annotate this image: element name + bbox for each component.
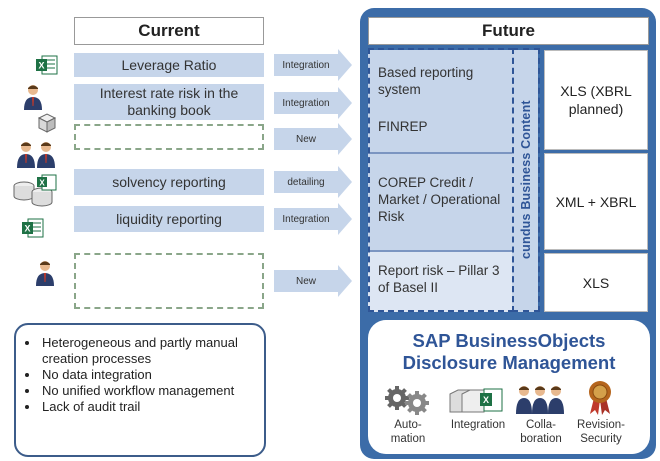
current-box-leverage-ratio: Leverage Ratio [74,53,264,77]
feature-label-collaboration: Colla- boration [520,419,562,445]
cube-icon [37,113,57,133]
current-box-label: Interest rate risk in the banking book [99,85,239,118]
sap-title: SAP BusinessObjects Disclosure Managemen… [368,330,650,374]
arrow-integration: Integration [274,203,352,235]
current-box-label: solvency reporting [112,173,226,190]
people-icon [516,386,564,414]
people-icon [17,142,55,168]
future-row-light [368,252,512,312]
gears-icon [385,386,429,415]
future-row-text: Based reporting system [378,65,474,97]
current-issues-box: Heterogeneous and partly manual creation… [14,323,266,457]
issues-list: Heterogeneous and partly manual creation… [16,325,264,415]
business-content-dashed [512,48,540,312]
current-box-interest-rate-risk: Interest rate risk in the banking book [74,84,264,120]
arrow-label: detailing [274,171,338,193]
arrow-detailing: detailing [274,166,352,198]
feature-label-integration: Integration [450,419,506,431]
excel-icon: X [22,218,44,238]
future-header: Future [368,17,649,45]
svg-text:X: X [483,395,489,405]
issue-item: Lack of audit trail [40,399,252,415]
output-label: XLS (XBRL planned) [560,83,632,117]
database-excel-icon: X [13,174,57,207]
arrow-label: New [274,270,338,292]
arrow-label: Integration [274,208,338,230]
arrow-label: New [274,128,338,150]
output-label: XML + XBRL [555,193,637,210]
excel-icon: X [36,55,58,75]
arrow-integration: Integration [274,49,352,81]
current-box-empty [74,124,264,150]
person-icon [24,85,42,110]
business-content-label: cundus Business Content [519,100,533,260]
issue-item: No data integration [40,367,252,383]
seal-icon [589,381,611,415]
sap-title-line: Disclosure Management [402,352,616,373]
svg-text:X: X [38,61,44,71]
current-box-label: liquidity reporting [116,210,222,227]
integration-icon: X [449,388,503,413]
output-label: XLS [582,274,610,291]
future-row-divider [368,152,512,154]
feature-label-automation: Auto- mation [390,419,426,445]
output-box-xls: XLS [544,253,648,312]
arrow-label: Integration [274,54,338,76]
svg-text:X: X [39,179,45,188]
svg-text:X: X [24,224,30,234]
current-box-label: Leverage Ratio [121,56,217,73]
future-row-finrep: Based reporting system FINREP [370,58,510,141]
arrow-integration: Integration [274,87,352,119]
issue-item: Heterogeneous and partly manual creation… [40,335,252,367]
future-row-divider [368,250,512,252]
current-header: Current [74,17,264,45]
person-icon [36,261,54,286]
future-row-pillar3: Report risk – Pillar 3 of Basel II [370,256,510,302]
current-box-empty [74,253,264,309]
current-box-solvency-reporting: solvency reporting [74,169,264,195]
output-box-xls-xbrl-planned: XLS (XBRL planned) [544,50,648,150]
feature-label-revision-security: Revision- Security [577,419,625,445]
arrow-label: Integration [274,92,338,114]
sap-title-line: SAP BusinessObjects [412,330,606,351]
current-box-liquidity-reporting: liquidity reporting [74,206,264,232]
arrow-new: New [274,123,352,155]
future-row-text: Report risk – Pillar 3 of Basel II [378,263,500,295]
arrow-new: New [274,265,352,297]
output-box-xml-xbrl: XML + XBRL [544,153,648,250]
issue-item: No unified workflow management [40,383,252,399]
future-row-text: FINREP [378,119,428,134]
future-row-corep: COREP Credit / Market / Operational Risk [370,168,510,231]
future-row-text: COREP Credit / Market / Operational Risk [378,175,501,224]
